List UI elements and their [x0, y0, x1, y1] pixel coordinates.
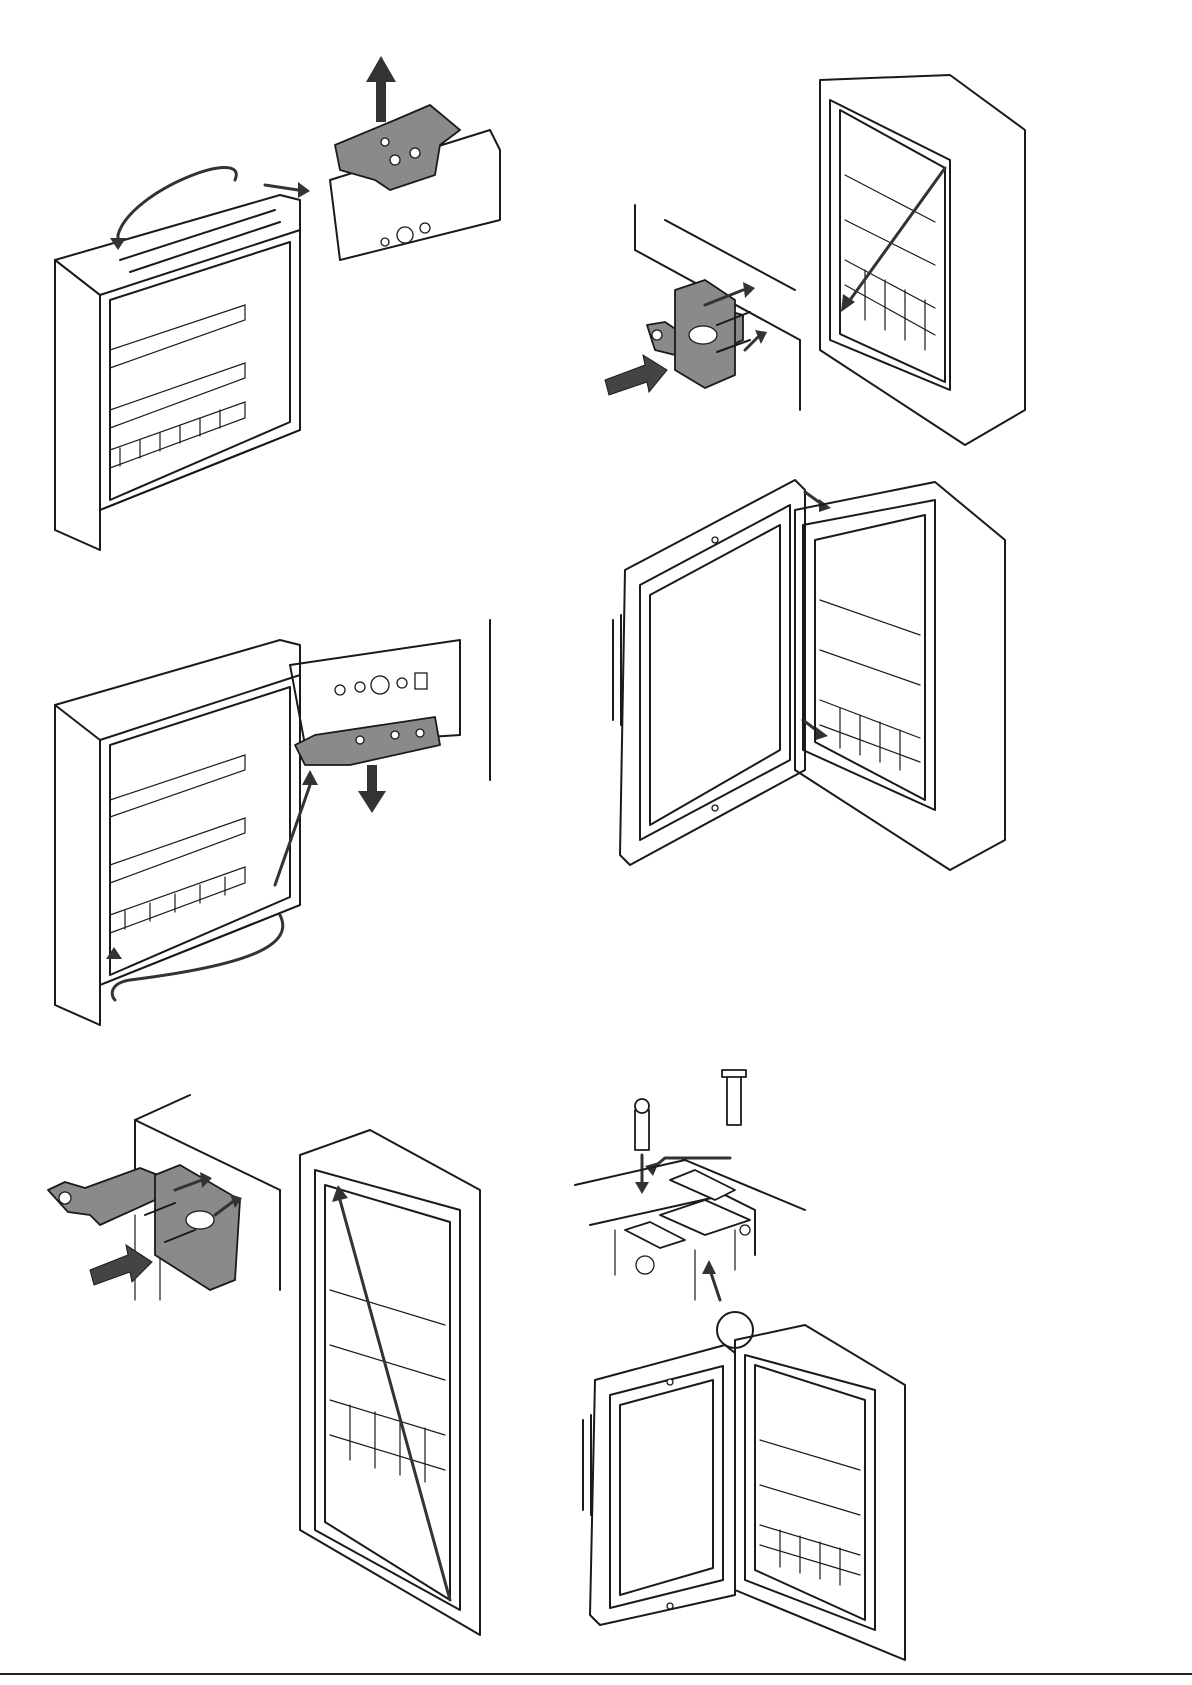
door-reattach-illustration [605, 470, 1165, 890]
cabinet-top-hinge-removal-illustration [40, 50, 550, 580]
panel-step-1 [40, 50, 550, 580]
panel-step-3 [40, 615, 550, 1085]
panel-step-5 [40, 1090, 560, 1650]
cabinet-bracket-mount-illustration [605, 50, 1165, 440]
footer-rule [0, 1673, 1192, 1675]
bottom-bracket-mount-illustration [40, 1090, 560, 1650]
panel-step-6 [575, 1070, 1165, 1660]
cabinet-bottom-hinge-removal-illustration [40, 615, 550, 1085]
panel-step-4 [605, 470, 1165, 890]
panel-step-2 [605, 50, 1165, 440]
hinge-pin-insertion-illustration [575, 1070, 1165, 1660]
